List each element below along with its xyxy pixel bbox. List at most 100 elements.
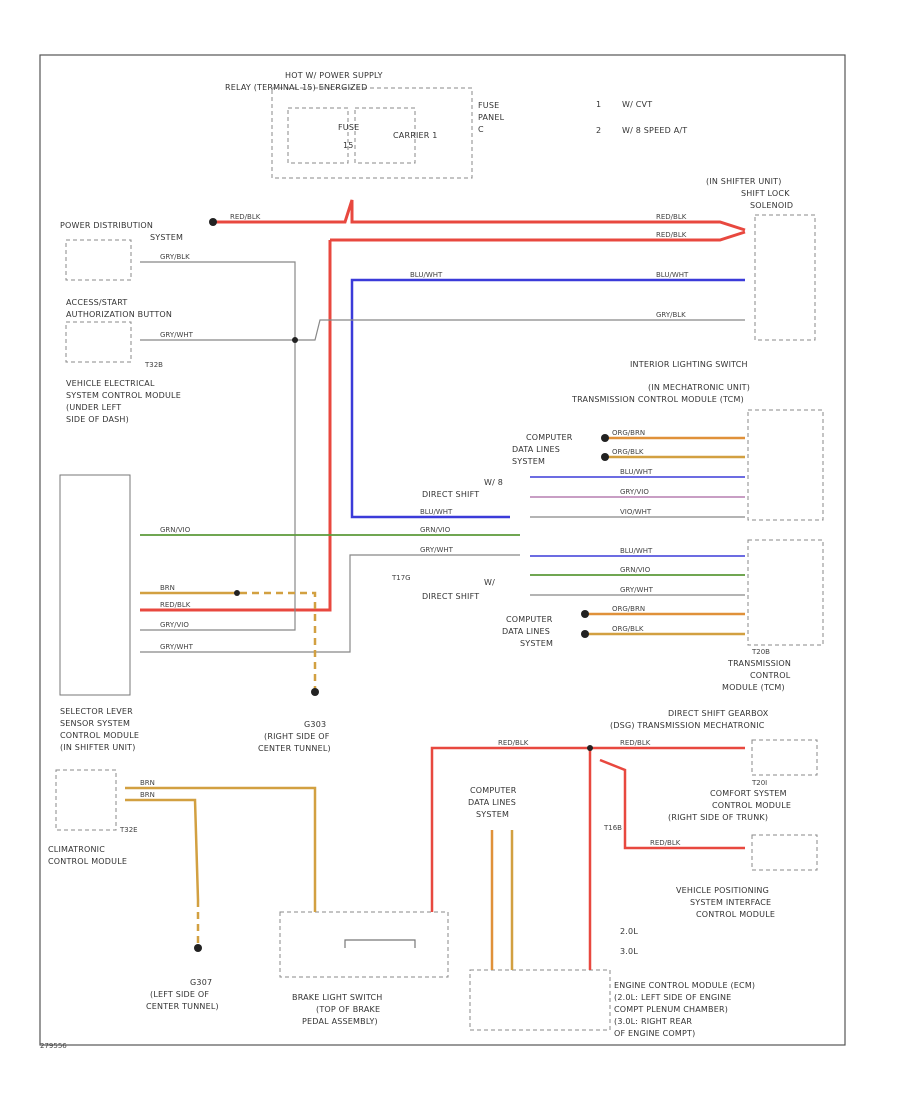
wire-label-blu-wht: BLU/WHT (620, 468, 653, 476)
diagram-frame (39, 54, 846, 1046)
legend-num-2: 2 (596, 126, 601, 135)
comfort-module-box (751, 834, 818, 871)
tcm-bottom-label-3: MODULE (TCM) (722, 683, 785, 692)
brake-switch-label-2: (TOP OF BRAKE (316, 1005, 380, 1014)
data-lines-bottom-2: DATA LINES (468, 798, 516, 807)
comfort-label-3: (RIGHT SIDE OF TRUNK) (668, 813, 768, 822)
wire-label-red-blk: RED/BLK (230, 213, 261, 221)
splice-dot (587, 745, 593, 751)
ground-left-label-1: G307 (190, 978, 212, 987)
access-start-box (65, 321, 132, 363)
shifter-label-2: SHIFT LOCK (741, 189, 790, 198)
splice-dot (581, 630, 589, 638)
comfort-label-1: COMFORT SYSTEM (710, 789, 787, 798)
tcm-top-label-2: TRANSMISSION CONTROL MODULE (TCM) (571, 395, 744, 404)
data-lines-bottom-1: COMPUTER (470, 786, 517, 795)
ground-left-label-3: CENTER TUNNEL) (146, 1002, 219, 1011)
legend-text-2: W/ 8 SPEED A/T (622, 126, 687, 135)
hot-supply-label-2: RELAY (TERMINAL 15) ENERGIZED (225, 83, 367, 92)
red-wire-to-comfort (599, 758, 745, 850)
fuse-panel-label-1: FUSE (478, 101, 499, 110)
wire-label-gry-vio: GRY/VIO (160, 621, 189, 629)
wire-label-brn: BRN (160, 584, 175, 592)
selector-label-4: (IN SHIFTER UNIT) (60, 743, 136, 752)
wire-label-red-blk: RED/BLK (656, 231, 687, 239)
tan-wire-to-left-ground (125, 798, 200, 901)
wire-label-org-brn: ORG/BRN (612, 605, 645, 613)
wire-label-gry-wht: GRY/WHT (620, 586, 654, 594)
gray-wire-access-start (140, 319, 745, 341)
connector-t16b: T16B (603, 824, 622, 832)
data-lines-top-3: SYSTEM (512, 457, 545, 466)
brake-switch-box (279, 911, 449, 978)
fuse-label-1: FUSE (338, 123, 359, 132)
climatronic-box (55, 769, 117, 831)
wire-label-org-brn: ORG/BRN (612, 429, 645, 437)
direct-shift-a-2: DIRECT SHIFT (422, 490, 479, 499)
splice-dot (292, 337, 298, 343)
fuse-box (287, 107, 349, 164)
shifter-label-3: SOLENOID (750, 201, 793, 210)
ecm-label-3: COMPT PLENUM CHAMBER) (614, 1005, 728, 1014)
wire-label-grn-vio: GRN/VIO (160, 526, 191, 534)
direct-shift-b-1: W/ (484, 578, 495, 587)
connector-t17g: T17G (391, 574, 411, 582)
wire-label-org-blk: ORG/BLK (612, 448, 644, 456)
brake-switch-label-1: BRAKE LIGHT SWITCH (292, 993, 382, 1002)
direct-shift-b-2: DIRECT SHIFT (422, 592, 479, 601)
wire-label-blu-wht: BLU/WHT (420, 508, 453, 516)
wire-label-red-blk: RED/BLK (650, 839, 681, 847)
wire-label-blu-wht: BLU/WHT (620, 547, 653, 555)
ground-center-label-2: (RIGHT SIDE OF (264, 732, 330, 741)
wire-label-red-blk: RED/BLK (498, 739, 529, 747)
red-wire-second (330, 230, 746, 242)
wire-label-red-blk: RED/BLK (620, 739, 651, 747)
ground-dot-g303 (311, 688, 319, 696)
connector-t32b: T32B (144, 361, 163, 369)
splice-dot (601, 453, 609, 461)
wire-label-red-blk: RED/BLK (160, 601, 191, 609)
ground-center-label-3: CENTER TUNNEL) (258, 744, 331, 753)
vehicle-electrical-label-2: SYSTEM CONTROL MODULE (66, 391, 181, 400)
brake-switch-label-3: PEDAL ASSEMBLY) (302, 1017, 378, 1026)
legend-num-1: 1 (596, 100, 601, 109)
vehicle-electrical-label-1: VEHICLE ELECTRICAL (66, 379, 155, 388)
ecm-box (469, 969, 611, 1031)
access-start-label-2: AUTHORIZATION BUTTON (66, 310, 172, 319)
wire-label-gry-wht: GRY/WHT (160, 643, 194, 651)
direct-shift-a-1: W/ 8 (484, 478, 503, 487)
fuse-panel-label-3: C (478, 125, 484, 134)
vehicle-electrical-label-3: (UNDER LEFT (66, 403, 121, 412)
splice-dot (601, 434, 609, 442)
diagram-id: 279556 (40, 1042, 67, 1050)
splice-dot (234, 590, 240, 596)
vehicle-positioning-label-3: CONTROL MODULE (696, 910, 775, 919)
vehicle-positioning-label-2: SYSTEM INTERFACE (690, 898, 771, 907)
wire-label-gry-blk: GRY/BLK (656, 311, 686, 319)
data-lines-top-2: DATA LINES (512, 445, 560, 454)
data-lines-mid-3: SYSTEM (520, 639, 553, 648)
direct-shift-gearbox-box (751, 739, 818, 776)
tan-wire-to-ground (240, 591, 317, 690)
blue-wire (350, 278, 745, 519)
power-supply-relay-box (271, 87, 473, 179)
climatronic-label-1: CLIMATRONIC (48, 845, 105, 854)
vehicle-positioning-label-1: VEHICLE POSITIONING (676, 886, 769, 895)
red-wire-down-to-selector (140, 240, 332, 612)
splice-dot (581, 610, 589, 618)
data-lines-mid-1: COMPUTER (506, 615, 553, 624)
selector-label-2: SENSOR SYSTEM (60, 719, 130, 728)
connector-t32e: T32E (119, 826, 138, 834)
selector-label-1: SELECTOR LEVER (60, 707, 133, 716)
climatronic-label-2: CONTROL MODULE (48, 857, 127, 866)
vehicle-electrical-label-4: SIDE OF DASH) (66, 415, 129, 424)
red-wire-brake-to-dsg (430, 746, 745, 912)
gray-wire-power-dist (140, 261, 296, 631)
access-start-label-1: ACCESS/START (66, 298, 128, 307)
wire-label-blu-wht: BLU/WHT (410, 271, 443, 279)
engine-label-3-0: 3.0L (620, 947, 638, 956)
data-lines-mid-2: DATA LINES (502, 627, 550, 636)
tcm-top-box (747, 409, 824, 521)
wire-label-gry-vio: GRY/VIO (620, 488, 649, 496)
wire-label-vio-wht: VIO/WHT (620, 508, 652, 516)
